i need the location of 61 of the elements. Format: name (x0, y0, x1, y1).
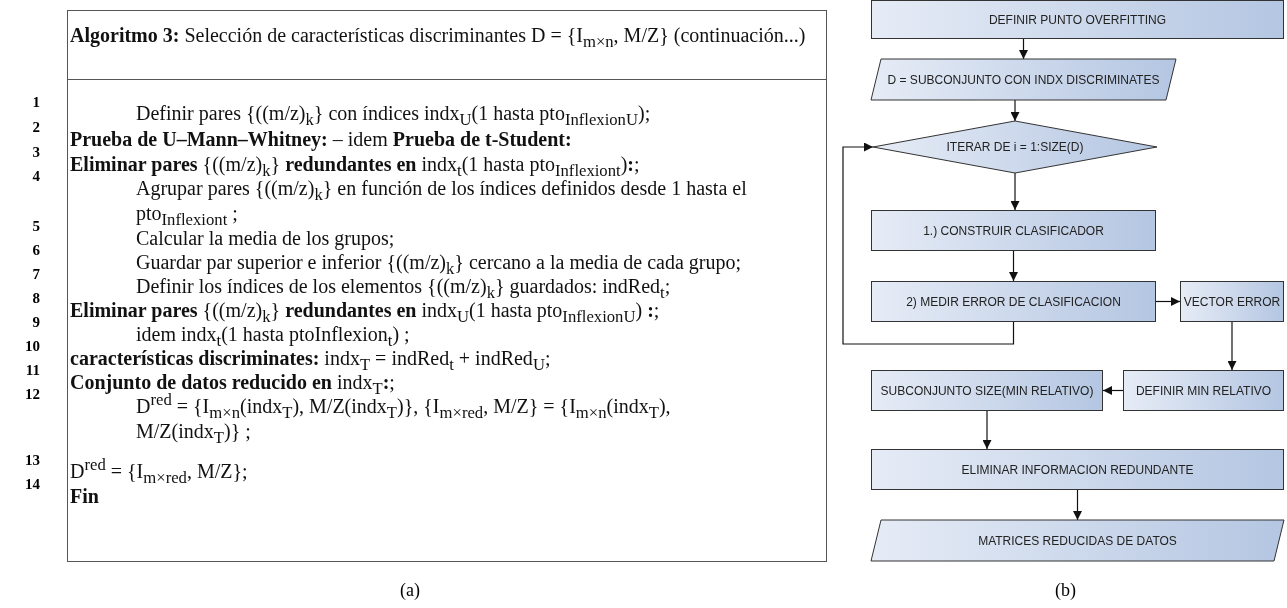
line-number: 1 (31, 94, 40, 111)
line-number: 9 (31, 314, 40, 331)
arrow (1073, 489, 1082, 521)
node-label: SUBCONJUNTO SIZE(MIN RELATIVO) (880, 383, 1094, 398)
node-label: ITERAR DE i = 1:SIZE(D) (946, 140, 1084, 154)
arrow (842, 142, 1015, 345)
process-box (1180, 281, 1284, 322)
algorithm-line: Eliminar pares {((m/z)$_{k}$} redundantes en indx$_{t}$(1 hasta pto$_{Inflexion}$$_{t}$):; (70, 152, 640, 177)
algorithm-line: Guardar par superior e inferior {((m/z)$_{k}$} cercano a la media de cada grupo; (136, 250, 741, 275)
line-number: 11 (24, 362, 40, 379)
data-parallelogram (871, 59, 1176, 100)
node-label: D = SUBCONJUNTO CON INDX DISCRIMINATES (887, 72, 1160, 87)
algorithm-line: Definir pares {((m/z)$_{k}$} con índices indx$_{U}$(1 hasta pto$_{Inflexion}$$_{U}$); (136, 101, 651, 126)
process-box (871, 210, 1156, 251)
line-number: 7 (31, 266, 40, 283)
panel-label: (a) (400, 580, 420, 601)
line-number: 10 (24, 338, 40, 355)
process-box (871, 449, 1284, 490)
arrow (1155, 297, 1181, 306)
node-label: DEFINIR PUNTO OVERFITTING (988, 12, 1167, 27)
line-number: 6 (31, 242, 40, 259)
line-number: 5 (31, 218, 40, 235)
algorithm-line: Definir los índices de los elementos {((m/z)$_{k}$} guardados: indRed$_{t}$; (136, 274, 671, 299)
algorithm-title: Algoritmo 3: Selección de características discriminantes D = {I$_{m×n}$, M/Z} (continuación...) (70, 23, 806, 48)
line-number: 3 (31, 144, 40, 161)
node-label: 2) MEDIR ERROR DE CLASIFICACION (906, 294, 1121, 309)
algorithm-line: Calcular la media de los grupos; (136, 226, 395, 251)
node-label: DEFINIR MIN RELATIVO (1135, 383, 1272, 398)
line-number: 2 (31, 119, 40, 136)
process-box (1123, 370, 1284, 411)
arrow (982, 410, 992, 450)
node-label: ELIMINAR INFORMACION REDUNDANTE (961, 462, 1194, 477)
line-number: 13 (24, 452, 40, 469)
process-box (871, 281, 1156, 322)
algorithm-line: Agrupar pares {((m/z)$_{k}$} en función de los índices definidos desde 1 hasta el pto$_{Inflexion}$$_{t}$ ; (136, 176, 748, 226)
decision-diamond (873, 121, 1157, 173)
arrow (1010, 172, 1020, 211)
line-number: 12 (24, 386, 40, 403)
algorithm-line: idem indx$_{t}$(1 hasta ptoInflexion$_{t}$) ; (136, 322, 410, 347)
algorithm-frame (67, 10, 827, 562)
process-box (871, 0, 1284, 39)
panel-label: (b) (1055, 580, 1076, 601)
arrow (1010, 99, 1020, 122)
line-number: 14 (24, 476, 40, 493)
algorithm-line: Eliminar pares {((m/z)$_{k}$} redundantes en indx$_{U}$(1 hasta pto$_{Inflexion}$$_{U}$) :; (70, 298, 660, 323)
arrow (1009, 250, 1018, 282)
node-label: 1.) CONSTRUIR CLASIFICADOR (923, 223, 1104, 238)
data-parallelogram (871, 520, 1284, 561)
arrow (1102, 386, 1124, 395)
algorithm-line: características discriminates: indx$_{T}$ = indRed$_{t}$ + indRed$_{U}$; (70, 346, 551, 371)
arrow (1019, 38, 1028, 60)
algorithm-line: D$^{red}$ = {I$_{m×red}$, M/Z}; (70, 459, 248, 484)
node-label: VECTOR ERROR (1183, 294, 1281, 309)
line-number: 4 (31, 168, 40, 185)
algorithm-line: D$^{red}$ = {I$_{m×n}$(indx$_{T}$), M/Z(indx$_{T}$)}, {I$_{m×red}$, M/Z} = {I$_{m×n}$(indx$_{T}$), M/Z(indx$_{T}$)} ; (136, 394, 672, 444)
process-box (871, 370, 1103, 411)
algorithm-line: Prueba de U–Mann–Whitney: – idem Prueba de t-Student: (70, 127, 572, 152)
node-label: MATRICES REDUCIDAS DE DATOS (978, 533, 1177, 548)
algorithm-line: Fin (70, 484, 99, 509)
line-number: 8 (31, 290, 40, 307)
arrow (1227, 321, 1237, 371)
